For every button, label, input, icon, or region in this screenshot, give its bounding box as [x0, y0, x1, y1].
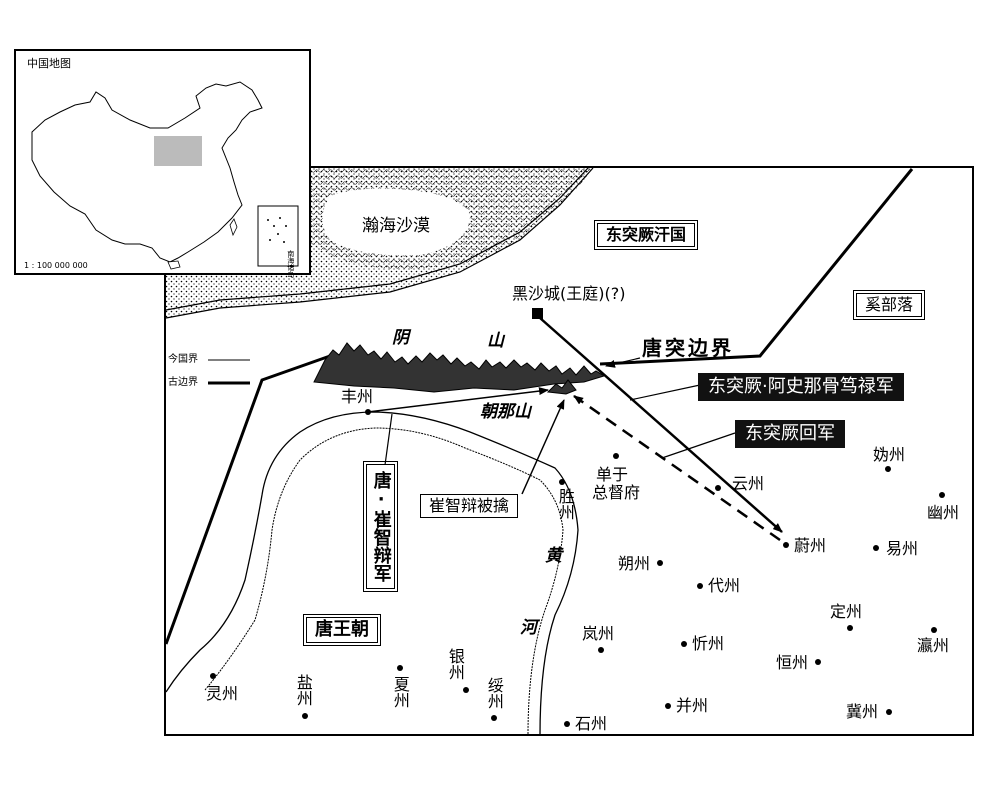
city-label-shanyu-1: 单于: [596, 465, 629, 484]
turk-return-label: 东突厥回军: [735, 420, 845, 448]
city-dot-yizhou: [873, 545, 879, 551]
city-dot-yanzhou: [302, 713, 308, 719]
yellow-river-label-2: 河: [520, 618, 537, 638]
city-dot-lingzhou: [210, 673, 216, 679]
inset-sea-label: 南海诸岛: [286, 250, 295, 278]
city-label-shizhou: 石州: [575, 714, 608, 733]
city-dot-yingzhou: [931, 627, 937, 633]
city-dot-lanzhou: [598, 647, 604, 653]
yellow-river-line-inner: [204, 427, 564, 736]
tang-dynasty-label: 唐王朝: [303, 614, 381, 646]
taiwan-island: [229, 218, 238, 237]
city-label-yuzhou: 蔚州: [794, 536, 827, 555]
desert-label: 瀚海沙漠: [362, 216, 430, 236]
city-label-bingzhou: 并州: [676, 696, 709, 715]
city-label-suizhou: 绥州: [484, 677, 504, 709]
turk-return-leader-line: [661, 432, 736, 459]
city-dots: [210, 409, 945, 727]
chaona-mountain-label: 朝那山: [480, 402, 531, 422]
city-dot-shizhou: [564, 721, 570, 727]
yellow-river-line: [165, 411, 579, 736]
city-dot-yunzhou: [715, 485, 721, 491]
yin-mountain-label-1: 阴: [392, 328, 409, 348]
city-label-yanzhou: 盐州: [293, 674, 313, 706]
city-label-jizhou: 冀州: [846, 702, 879, 721]
cui-captured-arrow: [521, 399, 565, 495]
city-label-shuozhou: 朔州: [618, 554, 651, 573]
city-dot-shuozhou: [657, 560, 663, 566]
legend-ancient-border-label: 古边界: [168, 377, 198, 388]
city-label-yingzhou: 瀛州: [917, 636, 950, 655]
tang-army-arrow: [367, 387, 549, 413]
desert-edge-line-2: [165, 167, 594, 319]
yellow-river-label-1: 黄: [545, 546, 562, 566]
city-label-yinzhou: 银州: [445, 648, 465, 680]
hainan-island: [167, 260, 181, 270]
city-label-guizhou: 妫州: [873, 445, 906, 464]
city-dot-xinzhou: [681, 641, 687, 647]
desert-wavy-inner: [322, 188, 470, 256]
inset-scale: 1 : 100 000 000: [24, 261, 88, 270]
city-label-xinzhou: 忻州: [692, 634, 725, 653]
city-dot-shengzhou: [559, 479, 565, 485]
city-label-hengzhou: 恒州: [776, 653, 809, 672]
city-label-lanzhou: 岚州: [582, 624, 615, 643]
cui-captured-label: 崔智辩被擒: [420, 494, 519, 518]
inset-south-sea-box: [257, 205, 299, 267]
city-dot-jizhou: [886, 709, 892, 715]
city-label-fengzhou: 丰州: [341, 387, 374, 406]
inset-title: 中国地图: [27, 57, 71, 70]
city-label-dingzhou: 定州: [830, 602, 863, 621]
city-label-shengzhou: 胜州: [555, 488, 575, 520]
capital-label: 黑沙城(王庭)(?): [512, 284, 626, 303]
turk-army-label: 东突厥·阿史那骨笃禄军: [698, 373, 904, 401]
capital-marker: [532, 308, 543, 319]
legend-modern-border-label: 今国界: [168, 354, 198, 365]
tang-army-label: 唐·崔智辩军: [363, 461, 398, 592]
turk-army-arrow: [539, 317, 783, 533]
eastern-turks-label: 东突厥汗国: [593, 220, 699, 250]
city-dot-daizhou: [697, 583, 703, 589]
city-label-shanyu-2: 总督府: [592, 483, 641, 502]
tang-turk-border-label: 唐突边界: [642, 336, 734, 360]
tang-turk-border-line: [164, 168, 914, 645]
south-sea-islands: [267, 217, 287, 243]
city-label-lingzhou: 灵州: [206, 684, 239, 703]
city-label-xiazhou: 夏州: [390, 676, 410, 708]
turk-army-leader-line: [629, 384, 701, 401]
city-dot-guizhou: [885, 466, 891, 472]
xi-tribe-label: 奚部落: [852, 290, 926, 320]
border-pointer-line: [605, 357, 641, 368]
city-dot-dingzhou: [847, 625, 853, 631]
city-dot-youzhou: [939, 492, 945, 498]
city-label-youzhou: 幽州: [927, 503, 960, 522]
city-dot-xiazhou: [397, 665, 403, 671]
tang-army-leader-line: [384, 413, 393, 466]
city-dot-suizhou: [491, 715, 497, 721]
city-dot-yuzhou: [783, 542, 789, 548]
yin-mountain-label-2: 山: [487, 331, 504, 351]
china-outline: [31, 81, 263, 263]
inset-highlight-region: [154, 136, 202, 166]
city-label-yizhou: 易州: [886, 539, 919, 558]
yin-mountains: [313, 342, 606, 393]
city-dot-bingzhou: [665, 703, 671, 709]
city-dot-shanyu: [613, 453, 619, 459]
desert-edge-line: [165, 167, 589, 311]
city-label-daizhou: 代州: [708, 576, 741, 595]
chaona-mountain: [546, 379, 577, 395]
city-dot-yinzhou: [463, 687, 469, 693]
turk-return-arrow: [573, 394, 781, 542]
city-dot-fengzhou: [365, 409, 371, 415]
city-dot-hengzhou: [815, 659, 821, 665]
city-label-yunzhou: 云州: [732, 474, 765, 493]
